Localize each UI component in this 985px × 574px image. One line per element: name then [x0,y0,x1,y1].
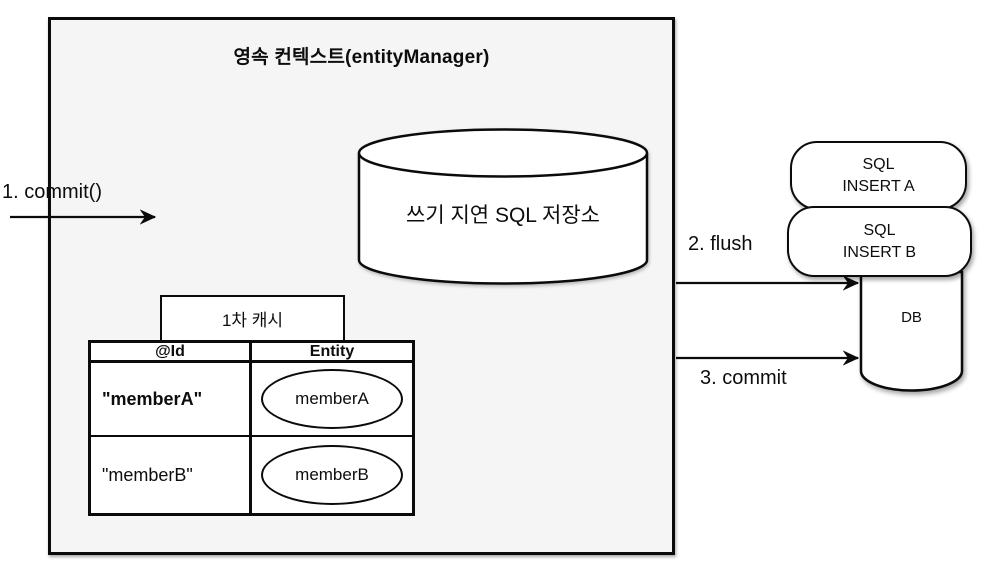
entity-label-memberA: memberA [295,389,369,408]
entity-ellipse-memberB: memberB [261,445,403,505]
entity-label-memberB: memberB [295,465,369,484]
persistence-context-title: 영속 컨텍스트(entityManager) [233,47,490,68]
commit-label: 3. commit [700,367,787,389]
cache-row-memberB-id: "memberB" [91,437,252,513]
flush-label: 2. flush [688,233,753,255]
sql-insert-a-line2: INSERT A [842,177,915,195]
sql-insert-b-line1: SQL [863,221,896,239]
sql-insert-b-bubble: SQL INSERT B [787,206,972,277]
sql-insert-a-line1: SQL [862,155,895,173]
cache-header-entity: Entity [252,343,412,363]
cache-row-memberA-id: "memberA" [91,363,252,437]
cache-row-memberA-entity-cell: memberA [252,363,412,437]
db-label: DB [901,309,922,326]
db-cylinder-icon [859,270,964,392]
entity-ellipse-memberA: memberA [261,369,403,429]
cache-tab-label: 1차 캐시 [221,311,284,330]
cache-header-id: @Id [91,343,252,363]
first-level-cache-table: @Id Entity "memberA" memberA "memberB" m… [88,340,415,516]
sql-store-label: 쓰기 지연 SQL 저장소 [406,204,600,227]
cache-row-memberB-entity-cell: memberB [252,437,412,513]
sql-insert-b-line2: INSERT B [842,243,917,261]
commit-call-label: 1. commit() [2,181,102,203]
sql-insert-a-bubble: SQL INSERT A [790,141,967,210]
